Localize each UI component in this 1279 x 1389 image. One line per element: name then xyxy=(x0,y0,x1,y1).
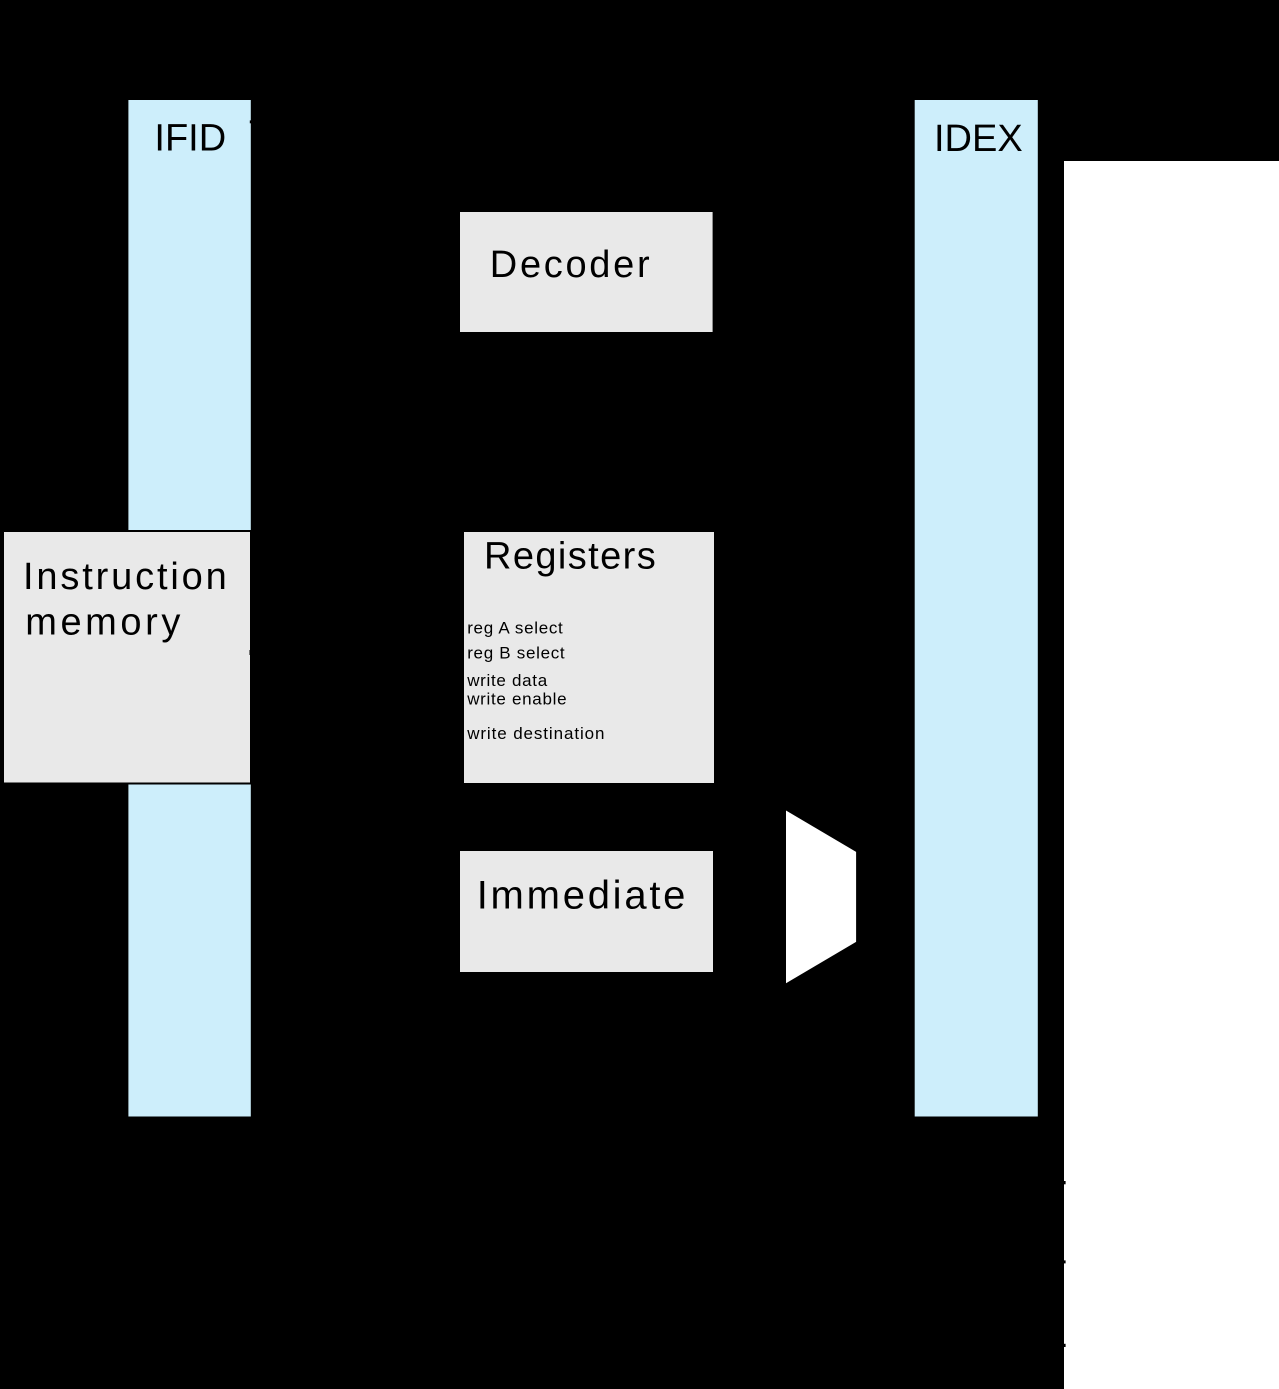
svg-text:Registers: Registers xyxy=(484,535,657,577)
svg-text:Decoder: Decoder xyxy=(490,244,653,286)
svg-text:write destination: write destination xyxy=(466,724,605,743)
svg-text:write enable: write enable xyxy=(466,690,567,709)
svg-text:Immediate: Immediate xyxy=(477,874,689,918)
svg-text:reg A select: reg A select xyxy=(467,619,563,638)
svg-text:IDEX: IDEX xyxy=(934,118,1023,160)
svg-text:reg B select: reg B select xyxy=(467,643,565,662)
svg-text:IFID: IFID xyxy=(154,118,226,160)
svg-text:memory: memory xyxy=(25,602,184,644)
svg-text:write data: write data xyxy=(466,671,548,690)
svg-text:Instruction: Instruction xyxy=(23,556,230,598)
